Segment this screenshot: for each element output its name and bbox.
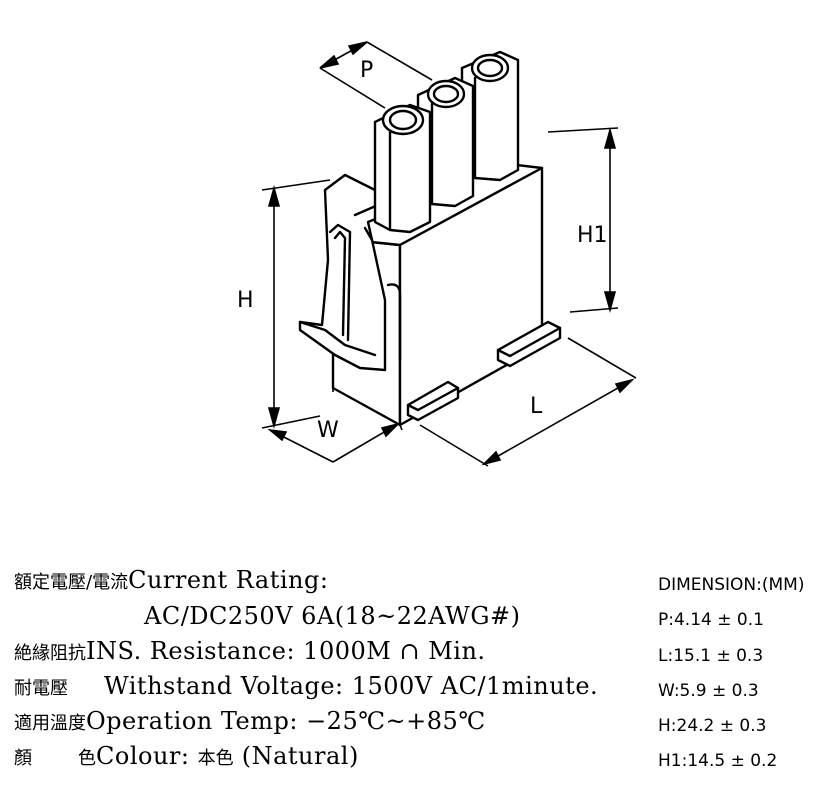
dimension-header: DIMENSION:(MM) (658, 575, 805, 595)
label-w: W (317, 418, 339, 443)
peg-back (496, 320, 562, 368)
colour-label-cjk-2: 色 (78, 748, 96, 769)
dim-h1 (547, 127, 619, 313)
dimension-h: H:24.2 ± 0.3 (658, 716, 767, 736)
colour-label: Colour: (96, 742, 198, 770)
rating-label-cjk: 額定電壓/電流 (14, 572, 129, 593)
dimension-l: L:15.1 ± 0.3 (658, 646, 764, 666)
colour-label-cjk-1: 顏 (14, 748, 32, 769)
dim-p (319, 41, 433, 109)
spec-ins: 絶緣阻抗INS. Resistance: 1000M ∩ Min. (14, 637, 486, 668)
ins-label: INS. Resistance: 1000M ∩ Min. (86, 637, 486, 665)
withstand-label-cjk: 耐電壓 (14, 678, 68, 699)
temp-label: Operation Temp: −25℃~+85℃ (86, 707, 486, 735)
label-h: H (237, 288, 254, 313)
pin-3 (460, 50, 520, 182)
peg-front (406, 380, 460, 422)
pin-2 (416, 76, 475, 208)
label-p: P (360, 58, 374, 83)
pin-1 (373, 103, 432, 234)
spec-rating-value: AC/DC250V 6A(18~22AWG#) (144, 602, 520, 630)
dimension-h1: H1:14.5 ± 0.2 (658, 751, 778, 771)
label-h1: H1 (577, 223, 608, 248)
spec-temp: 適用溫度Operation Temp: −25℃~+85℃ (14, 707, 486, 738)
spec-withstand: 耐電壓 Withstand Voltage: 1500V AC/1minute. (14, 672, 598, 703)
dimension-p: P:4.14 ± 0.1 (658, 610, 764, 630)
ins-label-cjk: 絶緣阻抗 (14, 643, 86, 664)
dim-l (419, 337, 637, 467)
dim-h (261, 179, 331, 429)
rating-value: AC/DC250V 6A(18~22AWG#) (144, 602, 521, 630)
colour-value: (Natural) (233, 742, 359, 770)
rating-label: Current Rating: (128, 566, 329, 594)
dimension-w: W:5.9 ± 0.3 (658, 681, 759, 701)
label-l: L (530, 394, 543, 419)
dim-w (267, 388, 403, 463)
connector-drawing (261, 41, 637, 467)
spec-colour: 顏 色Colour: 本色 (Natural) (14, 742, 359, 773)
withstand-label: Withstand Voltage: 1500V AC/1minute. (104, 672, 599, 700)
temp-label-cjk: 適用溫度 (14, 713, 86, 734)
latch (298, 173, 402, 372)
spec-rating: 額定電壓/電流Current Rating: (14, 566, 328, 597)
colour-value-cjk: 本色 (197, 748, 234, 769)
